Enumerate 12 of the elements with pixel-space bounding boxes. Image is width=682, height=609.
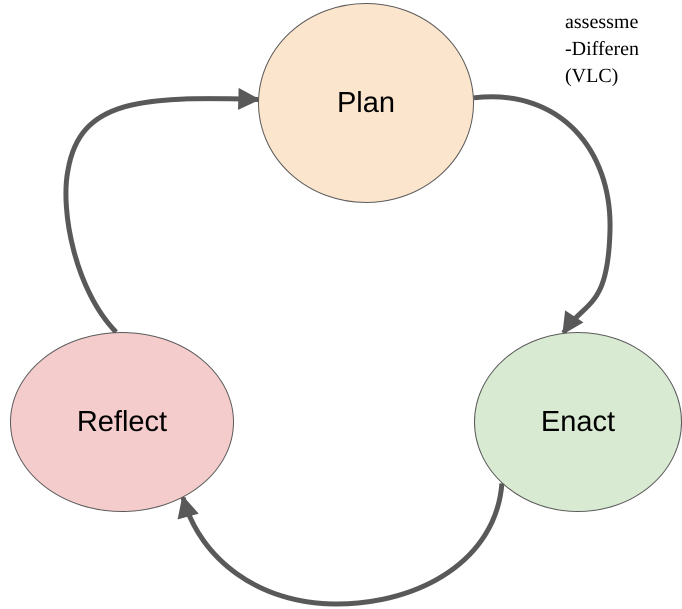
curved-arrow [474,94,612,335]
text-line: -Differen [565,37,640,62]
node-label: Plan [336,86,396,120]
ellipse-node [258,3,474,203]
text-line: assessme [565,10,638,35]
node-label: Enact [540,406,616,438]
curved-arrow [63,88,260,334]
ellipse-node [474,332,682,512]
text-line: (VLC) [565,64,618,89]
curved-arrow [178,483,504,606]
node-label: Reflect [76,406,168,438]
ellipse-node [10,332,234,512]
